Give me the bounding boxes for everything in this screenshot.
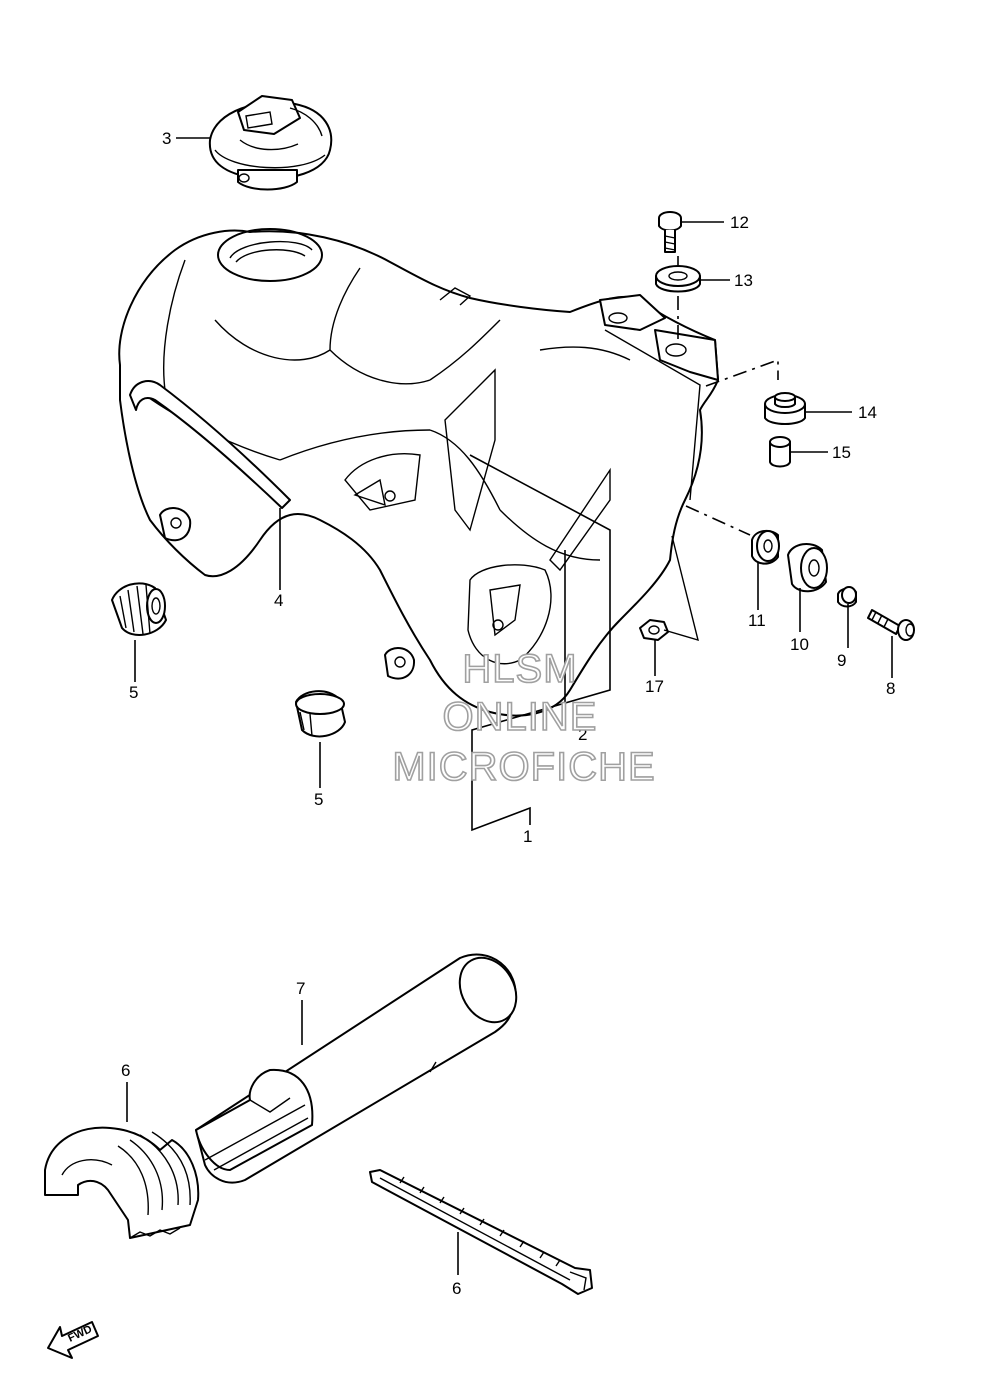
watermark: HLSM ONLINE MICROFICHE (392, 646, 656, 790)
watermark-line-1: HLSM (462, 647, 577, 691)
watermark-line-3: MICROFICHE (392, 745, 655, 789)
callout-15: 14 (858, 403, 877, 422)
cushion-rubber-b[interactable] (295, 690, 346, 738)
tank-trim-hose[interactable] (129, 380, 291, 509)
cable-tie-7[interactable] (369, 1169, 593, 1295)
collar-10[interactable] (837, 586, 857, 608)
callout-2: 2 (578, 725, 587, 744)
callout-4: 4 (274, 591, 283, 610)
callout-6: 6 (121, 1061, 130, 1080)
callout-3: 3 (162, 129, 171, 148)
washer-14[interactable] (655, 265, 701, 293)
bolt-9[interactable] (867, 609, 915, 641)
leader-lines (126, 137, 893, 1275)
fuel-tank[interactable] (118, 228, 719, 717)
cushion-rubber-a[interactable] (111, 582, 167, 636)
bolt-13[interactable] (658, 211, 682, 253)
cushion-11[interactable] (787, 543, 828, 593)
callout-8: 7 (296, 979, 305, 998)
callout-labels: 3 4 5 5 1 2 12 13 14 15 11 10 9 8 17 7 6… (121, 129, 895, 1298)
forward-direction-arrow: FWD (47, 1321, 99, 1359)
callout-12: 11 (748, 611, 766, 630)
watermark-line-2: ONLINE (443, 695, 598, 739)
protector-tube-8[interactable] (195, 948, 528, 1184)
callout-13: 12 (730, 213, 749, 232)
callout-17: 17 (645, 677, 664, 696)
callout-11: 10 (790, 635, 809, 654)
cushion-15[interactable] (764, 392, 806, 425)
callout-10: 9 (837, 651, 846, 670)
cushion-12[interactable] (751, 529, 780, 565)
callout-14: 13 (734, 271, 753, 290)
clamp-6[interactable] (44, 1126, 200, 1239)
fuel-cap[interactable] (208, 95, 333, 191)
callout-5-a: 5 (129, 683, 138, 702)
callout-5-b: 5 (314, 790, 323, 809)
callout-7: 6 (452, 1279, 461, 1298)
spacer-16[interactable] (769, 436, 791, 468)
callout-1: 1 (523, 827, 532, 846)
callout-9: 8 (886, 679, 895, 698)
nut-17[interactable] (639, 619, 669, 641)
callout-16: 15 (832, 443, 851, 462)
assembly-lines (663, 256, 779, 642)
